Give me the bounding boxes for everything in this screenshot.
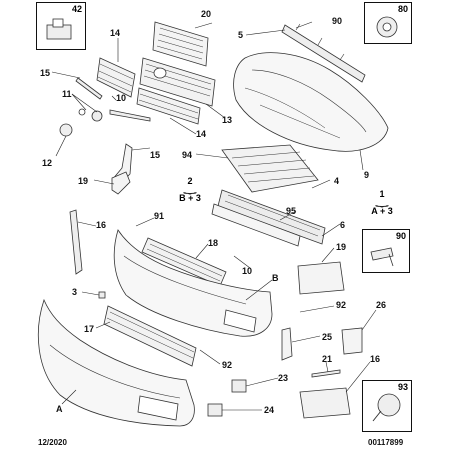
callout-80: 80 xyxy=(397,4,408,14)
footer-reference: 00117899 xyxy=(368,438,404,447)
callout-26: 26 xyxy=(376,300,387,310)
inset-box-93: 93 xyxy=(362,380,412,432)
callout-14-top: 14 xyxy=(110,28,121,38)
inset-box-90: 90 xyxy=(362,229,410,273)
callout-15-top: 15 xyxy=(40,68,51,78)
callout-4: 4 xyxy=(334,176,340,186)
front-panel-part xyxy=(233,52,389,152)
group-2-composition: B + 3 xyxy=(179,193,201,203)
bracket-25-part xyxy=(281,327,293,361)
group-label-2: 2 ⏟ B + 3 xyxy=(170,176,210,203)
callout-16-left: 16 xyxy=(96,220,107,230)
inset-box-80: 80 xyxy=(364,2,412,44)
callout-13: 13 xyxy=(222,115,233,125)
lower-mesh-part xyxy=(103,305,197,367)
upper-grille-part xyxy=(152,21,209,67)
absorber-part xyxy=(221,144,319,193)
bumper-cover-a-part xyxy=(37,298,195,427)
callout-91: 91 xyxy=(154,211,165,221)
callout-15-mid: 15 xyxy=(150,150,161,160)
callout-92-right: 92 xyxy=(336,300,347,310)
callout-25: 25 xyxy=(322,332,333,342)
callout-b: B xyxy=(272,273,279,283)
callout-90: 90 xyxy=(332,16,343,26)
guide-bracket-part xyxy=(111,171,131,195)
callout-6: 6 xyxy=(340,220,346,230)
clip-42-icon xyxy=(46,18,72,40)
callout-10-mid: 10 xyxy=(242,266,253,276)
emblem-part xyxy=(91,110,103,122)
leader-lines xyxy=(51,21,377,411)
callout-20: 20 xyxy=(201,9,212,19)
callout-16-right: 16 xyxy=(370,354,381,364)
chrome-strip-part xyxy=(109,109,151,122)
impact-beam-part xyxy=(211,189,326,247)
bumper-cover-b-part xyxy=(113,229,273,337)
clip-80-icon xyxy=(376,16,398,38)
callout-92-lower: 92 xyxy=(222,360,233,370)
callout-19-left: 19 xyxy=(78,176,89,186)
front-grille-part xyxy=(139,57,216,107)
fog-lamp-bezel-part xyxy=(299,387,351,419)
screw-90-icon xyxy=(370,247,394,267)
upper-crossmember-part xyxy=(281,23,366,83)
callout-93: 93 xyxy=(397,382,408,392)
callout-a: A xyxy=(56,404,63,414)
callout-9: 9 xyxy=(364,170,370,180)
callout-95: 95 xyxy=(286,206,297,216)
callout-12: 12 xyxy=(42,158,53,168)
callout-19-right: 19 xyxy=(336,242,347,252)
camera-part xyxy=(59,123,73,137)
emblem-part xyxy=(78,108,86,116)
grille-insert-part xyxy=(96,57,201,125)
inset-box-42: 42 xyxy=(36,2,86,50)
screw-93-icon xyxy=(372,393,401,422)
callout-24: 24 xyxy=(264,405,275,415)
group-label-1: 1 ⏟ A + 3 xyxy=(362,189,402,216)
callout-10-top: 10 xyxy=(116,93,127,103)
cover-part xyxy=(207,403,223,417)
callout-17: 17 xyxy=(84,324,95,334)
clip-part xyxy=(98,291,106,299)
bumper-bracket-part xyxy=(297,261,345,295)
callout-94: 94 xyxy=(182,150,193,160)
group-1-number: 1 xyxy=(379,189,385,199)
group-1-composition: A + 3 xyxy=(371,206,393,216)
callout-11: 11 xyxy=(62,89,72,99)
chrome-strip-part xyxy=(75,77,103,100)
callout-90-box: 90 xyxy=(395,231,406,241)
callout-18: 18 xyxy=(208,238,219,248)
group-2-number: 2 xyxy=(187,176,193,186)
side-trim-part xyxy=(69,209,83,275)
callout-5: 5 xyxy=(238,30,244,40)
callout-23: 23 xyxy=(278,373,289,383)
callout-14-mid: 14 xyxy=(196,129,207,139)
sensor-holder-part xyxy=(341,327,363,355)
trim-strip-part xyxy=(311,369,341,378)
callout-21: 21 xyxy=(322,354,333,364)
footer-date: 12/2020 xyxy=(38,438,67,447)
callout-42: 42 xyxy=(71,4,82,14)
sensor-part xyxy=(231,379,247,393)
callout-3: 3 xyxy=(72,287,78,297)
